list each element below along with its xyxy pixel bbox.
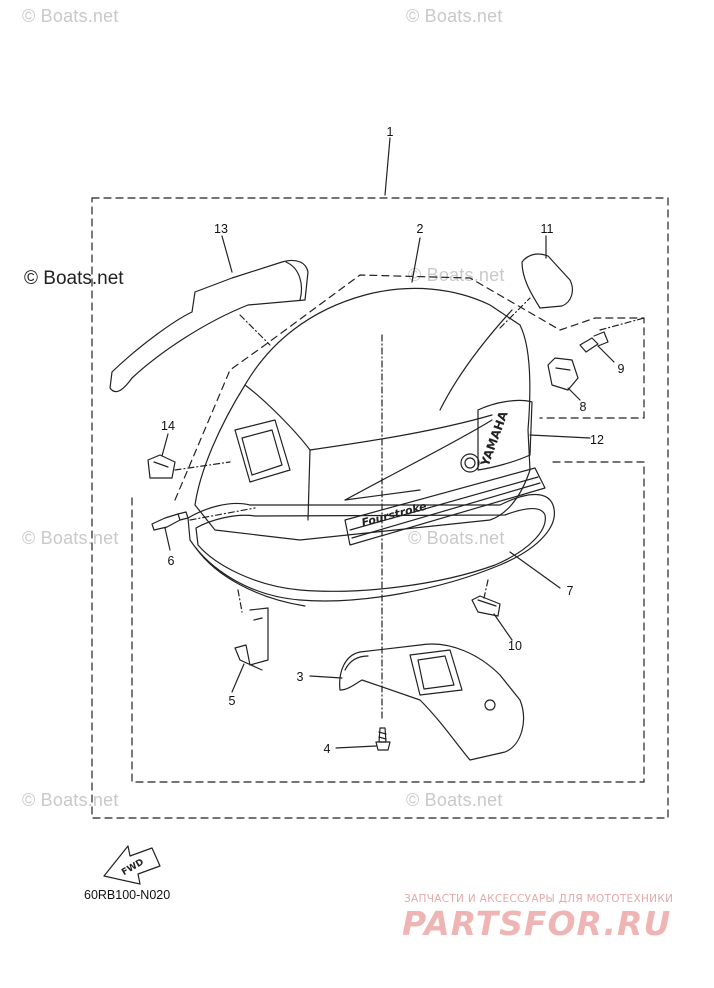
callout-6: 6	[167, 554, 175, 568]
watermark: © Boats.net	[22, 790, 119, 810]
leader-14	[161, 433, 169, 457]
callout-1: 1	[386, 125, 394, 139]
callout-12: 12	[590, 433, 604, 447]
callout-5: 5	[228, 694, 236, 708]
leader-10	[493, 613, 513, 641]
watermark: © Boats.net	[22, 528, 119, 548]
leader-7	[509, 551, 561, 589]
callout-13: 13	[214, 222, 228, 236]
yamaha-emblem	[460, 453, 480, 473]
leader-5	[231, 663, 245, 693]
yamaha-decal	[477, 399, 533, 471]
bracket-boss	[409, 649, 463, 696]
assembly-boundary-1	[91, 197, 669, 819]
part-7-rim	[187, 493, 555, 602]
leader-9	[597, 345, 615, 363]
watermark: © Boats.net	[408, 265, 505, 285]
callout-8: 8	[579, 400, 587, 414]
leader-12	[529, 434, 591, 439]
leader-13	[221, 235, 233, 273]
part-9-bolt	[579, 337, 599, 353]
watermark: © Boats.net	[406, 790, 503, 810]
callout-9: 9	[617, 362, 625, 376]
part-2-cowling	[194, 287, 531, 541]
lower-parts-boundary	[131, 461, 645, 783]
cover-dashed-outline	[174, 274, 645, 501]
leader-4	[335, 745, 377, 749]
leader-1	[384, 137, 391, 196]
part-10-grommet	[471, 595, 501, 617]
part-8-latch	[547, 357, 579, 391]
cowling-vent	[234, 419, 291, 483]
part-6-pin	[151, 513, 181, 531]
leader-8	[567, 387, 581, 401]
watermark: © Boats.net	[406, 6, 503, 26]
callout-2: 2	[416, 222, 424, 236]
brand-logo: PARTSFOR.RU	[402, 904, 672, 943]
diagram-code: 60RB100-N020	[84, 888, 171, 902]
leader-6	[164, 527, 171, 551]
fwd-label: FWD	[120, 858, 145, 878]
leader-3	[309, 675, 343, 679]
part-5-clip	[234, 607, 269, 671]
part-4-screw	[378, 727, 387, 743]
part-14-grommet	[147, 454, 176, 479]
part-12-decal	[344, 467, 546, 546]
leader-2	[411, 237, 421, 283]
callout-11: 11	[540, 222, 554, 236]
callout-14: 14	[161, 419, 175, 433]
part-3-bracket	[339, 643, 525, 761]
part-11-pad	[521, 253, 573, 309]
watermark: © Boats.net	[24, 268, 124, 289]
callout-3: 3	[296, 670, 304, 684]
brand-caption: ЗАПЧАСТИ И АКСЕССУАРЫ ДЛЯ МОТОТЕХНИКИ	[404, 893, 674, 905]
fwd-arrow-icon	[103, 845, 161, 885]
watermark: © Boats.net	[408, 528, 505, 548]
callout-10: 10	[508, 639, 522, 653]
callout-7: 7	[566, 584, 574, 598]
watermark: © Boats.net	[22, 6, 119, 26]
callout-4: 4	[323, 742, 331, 756]
part-13-seal	[109, 259, 309, 393]
